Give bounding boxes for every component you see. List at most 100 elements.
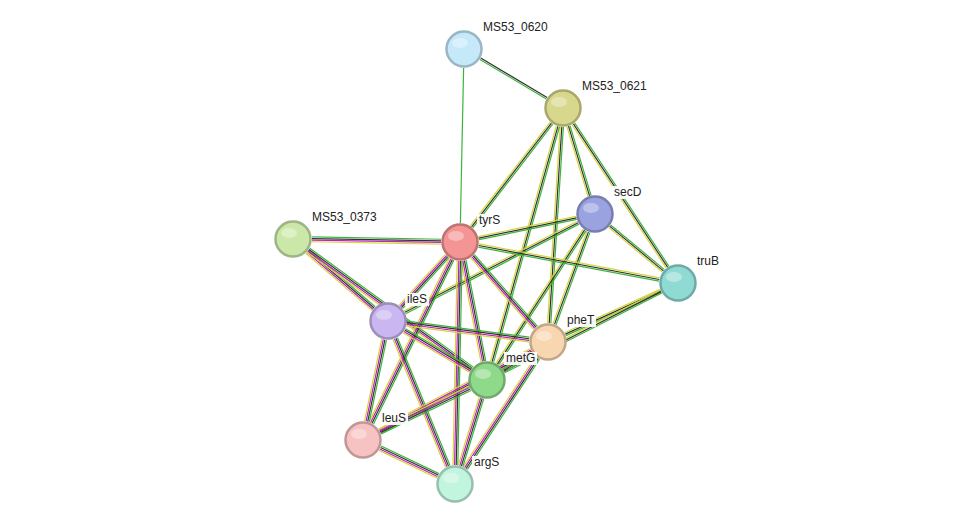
evidence-line — [379, 450, 437, 478]
node-label: leuS — [380, 412, 408, 425]
evidence-line — [380, 449, 438, 477]
evidence-line — [368, 340, 385, 422]
evidence-line — [458, 397, 479, 465]
protein-node: ileS — [369, 302, 407, 340]
protein-node: MS53_0621 — [544, 89, 582, 127]
node-label: MS53_0620 — [481, 21, 550, 34]
interaction-edge — [460, 68, 463, 223]
evidence-line — [403, 333, 469, 373]
interaction-edge — [365, 339, 387, 422]
interaction-edge — [461, 260, 485, 362]
protein-node: truB — [659, 264, 697, 302]
evidence-line — [572, 125, 666, 268]
interaction-edge — [470, 122, 552, 228]
evidence-line — [380, 447, 438, 475]
evidence-line — [407, 321, 529, 337]
protein-node: tyrS — [441, 223, 479, 261]
interaction-edge — [403, 329, 472, 373]
evidence-line — [466, 260, 486, 361]
evidence-line — [406, 329, 472, 369]
node-label: secD — [612, 186, 643, 199]
interaction-edge — [407, 321, 530, 342]
evidence-line — [567, 127, 588, 197]
evidence-line — [309, 250, 472, 369]
node-circle — [468, 361, 506, 399]
evidence-line — [609, 227, 663, 272]
evidence-line — [472, 123, 552, 227]
evidence-line — [474, 255, 537, 326]
evidence-line — [565, 289, 660, 332]
evidence-line — [479, 246, 660, 280]
evidence-line — [555, 232, 589, 324]
protein-node: metG — [468, 361, 506, 399]
interaction-edge — [478, 244, 659, 281]
node-label: argS — [472, 456, 501, 469]
interaction-edge — [572, 123, 669, 268]
evidence-line — [570, 126, 591, 196]
node-circle — [344, 421, 382, 459]
node-label: metG — [504, 352, 537, 365]
evidence-line — [404, 331, 470, 371]
evidence-line — [380, 388, 470, 431]
evidence-line — [479, 244, 660, 278]
interaction-edge — [553, 231, 590, 324]
node-label: MS53_0373 — [310, 211, 379, 224]
evidence-line — [405, 330, 471, 370]
node-label: ileS — [405, 293, 429, 306]
interaction-edge — [471, 255, 538, 330]
interaction-edge — [565, 289, 662, 335]
evidence-line — [480, 59, 546, 99]
node-label: pheT — [565, 314, 596, 327]
interaction-edge — [379, 386, 471, 434]
evidence-line — [556, 232, 590, 324]
evidence-line — [472, 257, 535, 328]
evidence-line — [573, 124, 667, 267]
node-circle — [274, 220, 312, 258]
evidence-line — [503, 290, 660, 370]
interaction-edge — [312, 237, 441, 244]
node-circle — [576, 195, 614, 233]
evidence-line — [461, 261, 481, 362]
evidence-line — [473, 256, 536, 327]
evidence-line — [463, 261, 483, 362]
evidence-line — [381, 353, 532, 433]
evidence-line — [460, 68, 463, 223]
evidence-line — [466, 358, 538, 468]
node-label: truB — [695, 255, 721, 268]
interaction-edge — [379, 446, 439, 478]
node-circle — [544, 89, 582, 127]
evidence-line — [610, 226, 664, 271]
evidence-line — [369, 340, 386, 422]
evidence-line — [380, 389, 470, 432]
evidence-line — [464, 260, 484, 361]
evidence-line — [467, 359, 539, 469]
evidence-line — [505, 293, 662, 373]
evidence-line — [575, 123, 669, 266]
evidence-line — [551, 127, 564, 323]
protein-node: leuS — [344, 421, 382, 459]
evidence-line — [407, 324, 529, 340]
interaction-edge — [609, 225, 665, 272]
evidence-line — [470, 122, 550, 226]
evidence-line — [307, 252, 373, 309]
evidence-line — [365, 339, 382, 421]
node-label: tyrS — [477, 214, 502, 227]
node-circle — [369, 302, 407, 340]
evidence-line — [568, 126, 589, 196]
evidence-line — [379, 386, 469, 429]
evidence-line — [306, 253, 372, 310]
interaction-edge — [503, 290, 662, 373]
protein-node: MS53_0620 — [445, 30, 483, 68]
node-circle — [441, 223, 479, 261]
node-circle — [436, 465, 474, 503]
evidence-line — [611, 225, 665, 270]
interaction-edge — [307, 248, 473, 371]
protein-node: argS — [436, 465, 474, 503]
evidence-line — [397, 338, 450, 466]
evidence-line — [478, 247, 659, 281]
evidence-line — [481, 58, 547, 98]
evidence-line — [473, 124, 553, 228]
evidence-line — [553, 231, 587, 323]
protein-node: MS53_0373 — [274, 220, 312, 258]
